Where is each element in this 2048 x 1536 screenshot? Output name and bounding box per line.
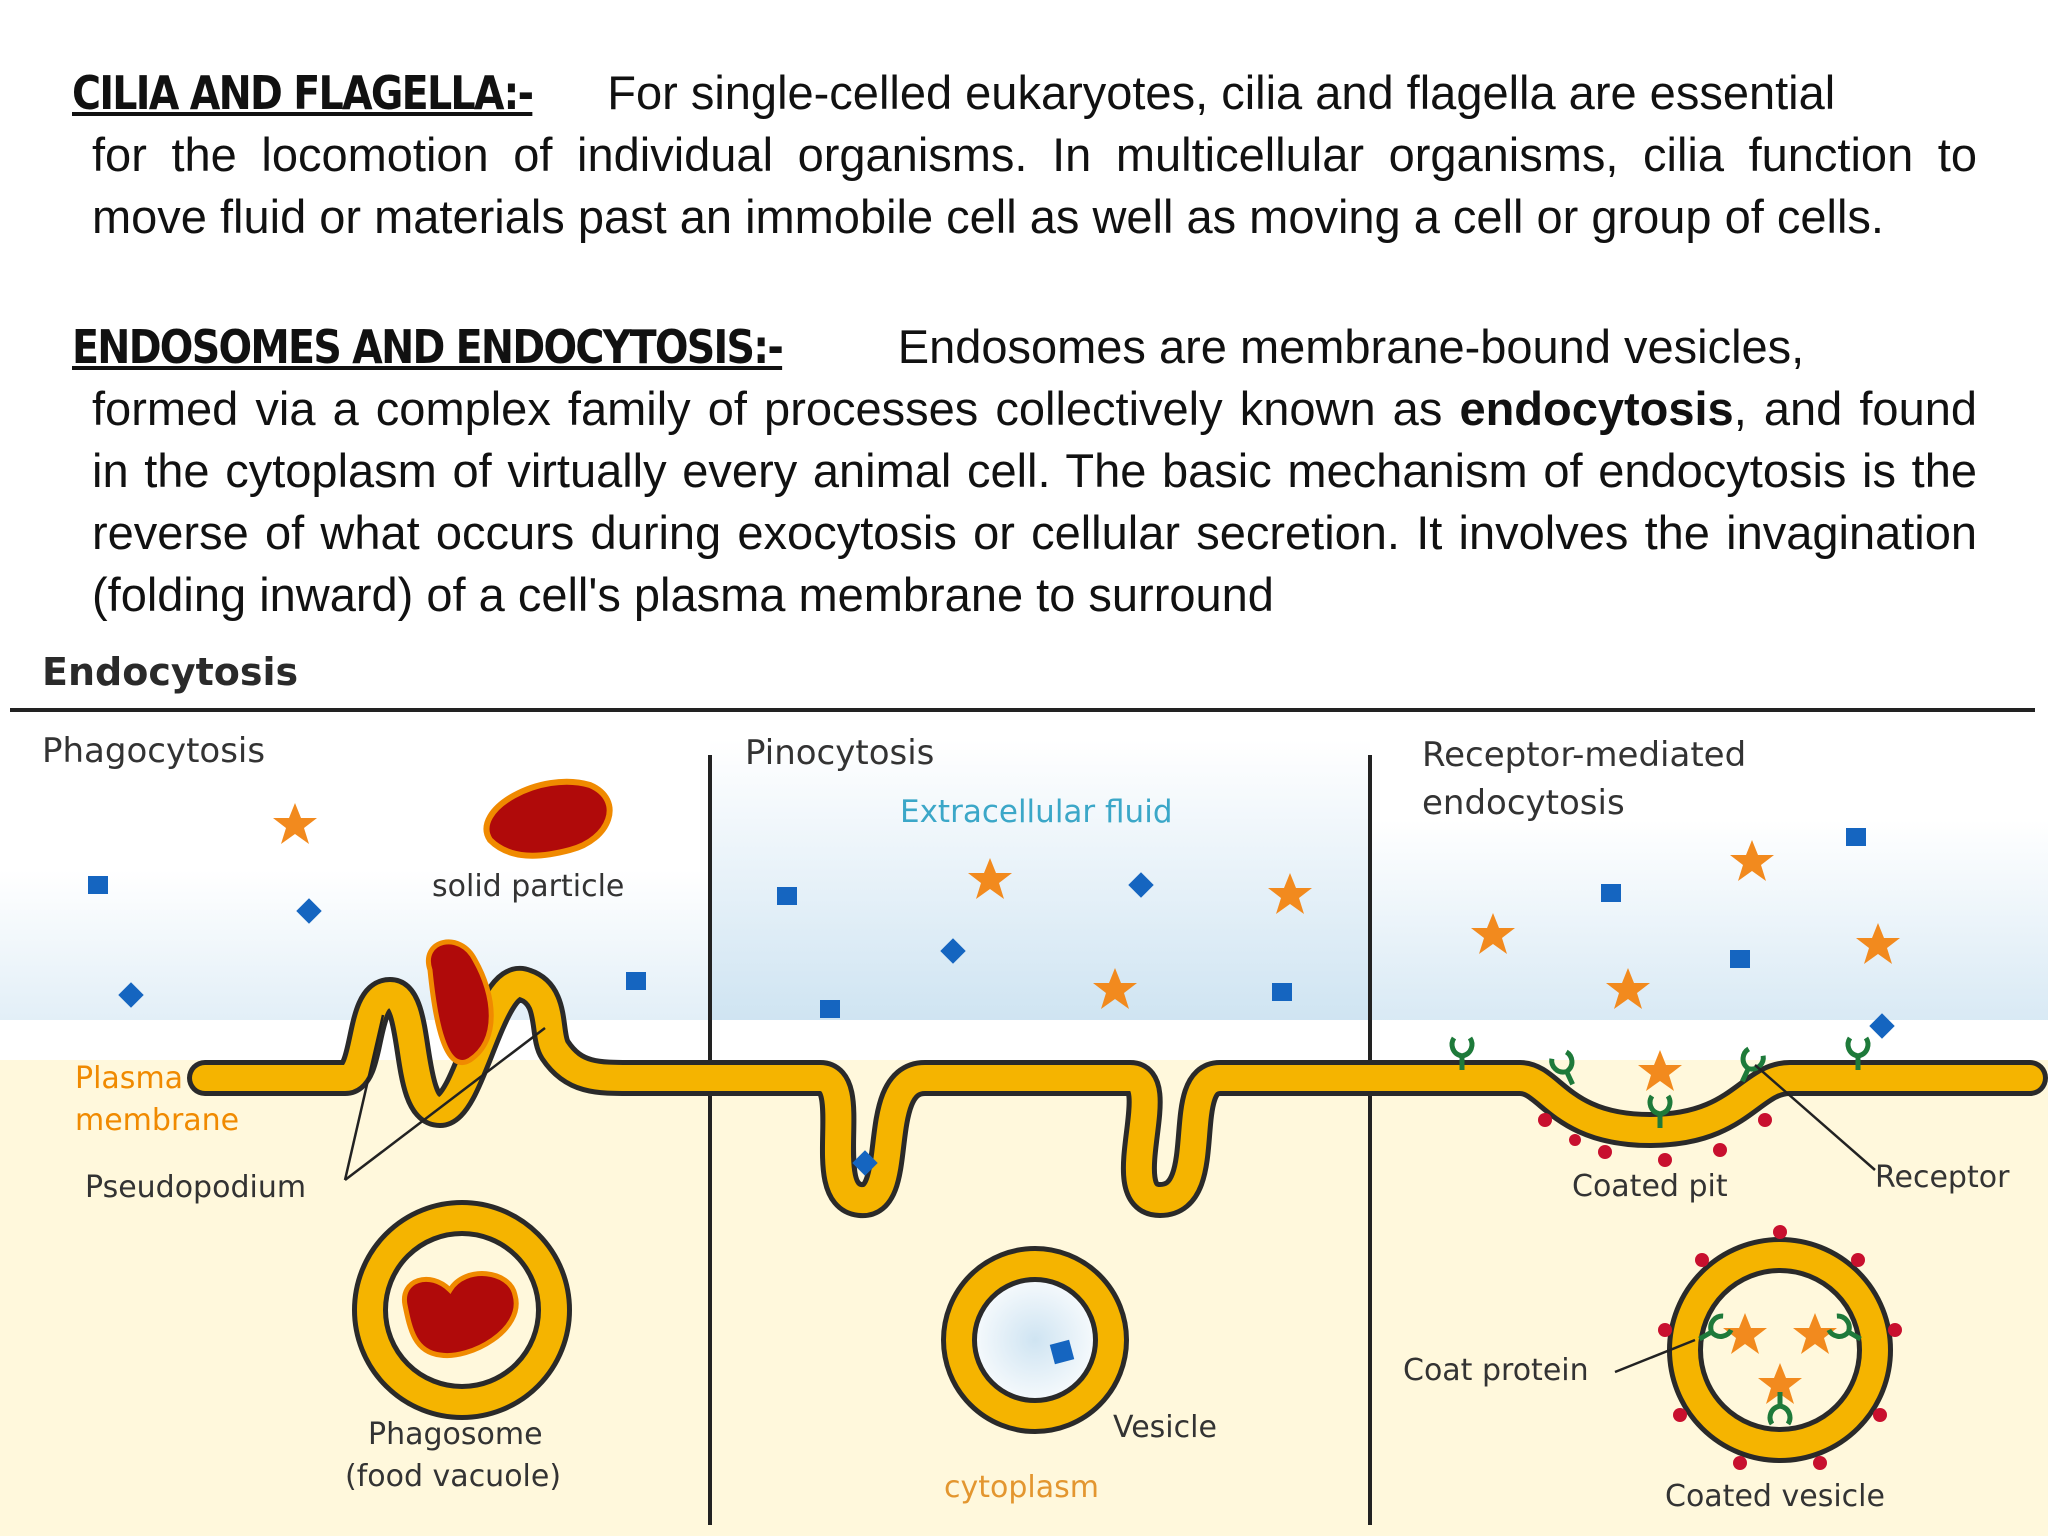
extracellular-fluid-label: Extracellular fluid xyxy=(900,794,1173,830)
pseudopodium-pointers xyxy=(343,1014,546,1181)
phagosome-label-line2: (food vacuole) xyxy=(345,1459,561,1494)
receptor-title-line1: Receptor-mediated xyxy=(1422,735,1746,775)
pseudopodium-label: Pseudopodium xyxy=(85,1170,306,1205)
coated-vesicle xyxy=(1658,1225,1902,1470)
endosomes-body-part2: , and found in the cytoplasm of virtuall… xyxy=(92,382,1977,621)
phagosome-label-line1: Phagosome xyxy=(368,1417,543,1452)
endosomes-body: formed via a complex family of processes… xyxy=(72,378,1977,626)
vesicle-label: Vesicle xyxy=(1113,1410,1217,1445)
diagram-title: Endocytosis xyxy=(42,650,298,694)
plasma-label-line1: Plasma xyxy=(75,1061,183,1096)
cilia-first-line: For single-celled eukaryotes, cilia and … xyxy=(607,66,1836,119)
square-molecules xyxy=(88,828,1866,1018)
cilia-paragraph: CILIA AND FLAGELLA:- For single-celled e… xyxy=(72,62,1977,248)
engulfed-particle xyxy=(425,939,494,1065)
endocytosis-diagram: Endocytosis Phagocytosis Pinocytosis Rec… xyxy=(0,650,2048,1536)
cytoplasm-label: cytoplasm xyxy=(944,1470,1099,1505)
solid-particle-label: solid particle xyxy=(432,869,624,904)
coated-pit-coat xyxy=(1538,1113,1772,1167)
endosomes-paragraph: ENDOSOMES AND ENDOCYTOSIS:- Endosomes ar… xyxy=(72,316,1977,626)
endocytosis-bold-term: endocytosis xyxy=(1459,382,1734,435)
coated-vesicle-label: Coated vesicle xyxy=(1665,1479,1885,1514)
coated-pit-label: Coated pit xyxy=(1572,1169,1728,1204)
solid-particle xyxy=(483,778,613,859)
endosomes-body-part1: formed via a complex family of processes… xyxy=(92,382,1460,435)
coat-protein-label: Coat protein xyxy=(1403,1353,1589,1388)
receptor-label: Receptor xyxy=(1875,1160,2010,1195)
endosomes-heading: ENDOSOMES AND ENDOCYTOSIS:- xyxy=(72,320,784,374)
plasma-membrane xyxy=(187,966,2048,1218)
plasma-label-line2: membrane xyxy=(75,1103,239,1138)
receptor-title-line2: endocytosis xyxy=(1422,783,1625,823)
cilia-heading: CILIA AND FLAGELLA:- xyxy=(72,66,534,120)
pinocytosis-vesicle xyxy=(941,1246,1129,1434)
cilia-body: for the locomotion of individual organis… xyxy=(92,128,1977,243)
pinocytosis-title: Pinocytosis xyxy=(745,733,934,773)
phagosome xyxy=(352,1200,572,1420)
extracellular-fluid-region xyxy=(710,740,1370,1020)
phagocytosis-title: Phagocytosis xyxy=(42,731,265,771)
coat-protein-pointer xyxy=(1614,1338,1696,1374)
receptor-pointer xyxy=(1754,1064,1876,1171)
endosomes-first-line: Endosomes are membrane-bound vesicles, xyxy=(897,320,1805,373)
